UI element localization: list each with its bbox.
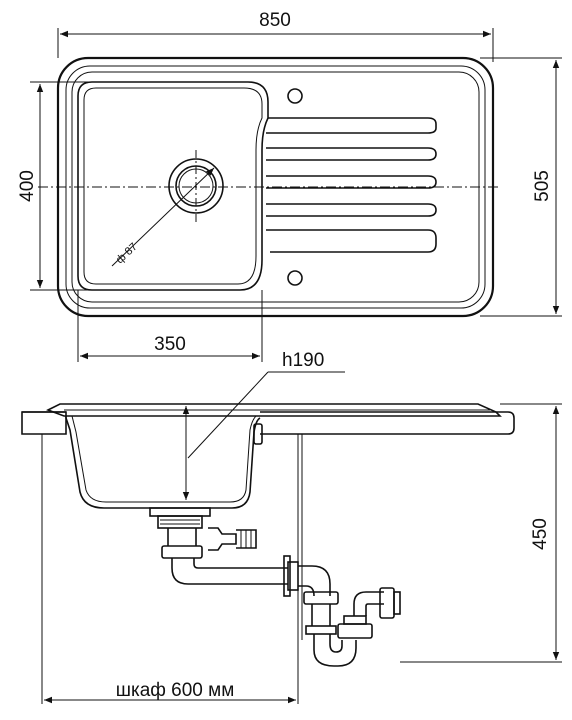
sink-flange [46,403,502,417]
bowl-height-label: 400 [17,170,38,202]
top-view: ф 87 850 400 505 350 [17,10,562,362]
bowl-depth-leader [187,371,269,459]
drain-strainer [149,507,211,529]
sink-bowl-side [65,416,261,509]
overflow-hose-connector [208,527,257,551]
countertop-right [260,411,515,435]
cabinet-label: шкаф 600 мм [116,680,235,701]
siphon-outlet [353,591,384,616]
overall-depth-label: 505 [532,170,553,202]
side-view: h190 [21,350,562,704]
drop-pipe [311,604,331,626]
height-label: 450 [530,518,551,550]
overflow-knob [253,423,263,445]
sink-bowl-side-inner [71,415,257,503]
tailpiece-nut [161,545,203,559]
pipe-connector [283,555,331,597]
bowl-depth-label: h190 [282,350,324,371]
countertop-left [21,411,67,435]
bowl-width-label: 350 [154,334,186,355]
sink-bowl [77,81,269,291]
trap-nut [337,623,373,639]
drain-diameter-label: ф 87 [114,241,140,266]
diameter-leader [111,167,215,267]
siphon-trap [313,634,357,667]
drop-pipe-nut [303,591,339,605]
drainboard-grooves [266,117,437,253]
sink-bowl-inner [83,87,263,285]
drain-tailpiece [167,528,197,546]
tap-hole-top [287,88,303,104]
tap-hole-bottom [287,270,303,286]
horizontal-drain-pipe [171,558,288,585]
width-label: 850 [259,10,291,31]
